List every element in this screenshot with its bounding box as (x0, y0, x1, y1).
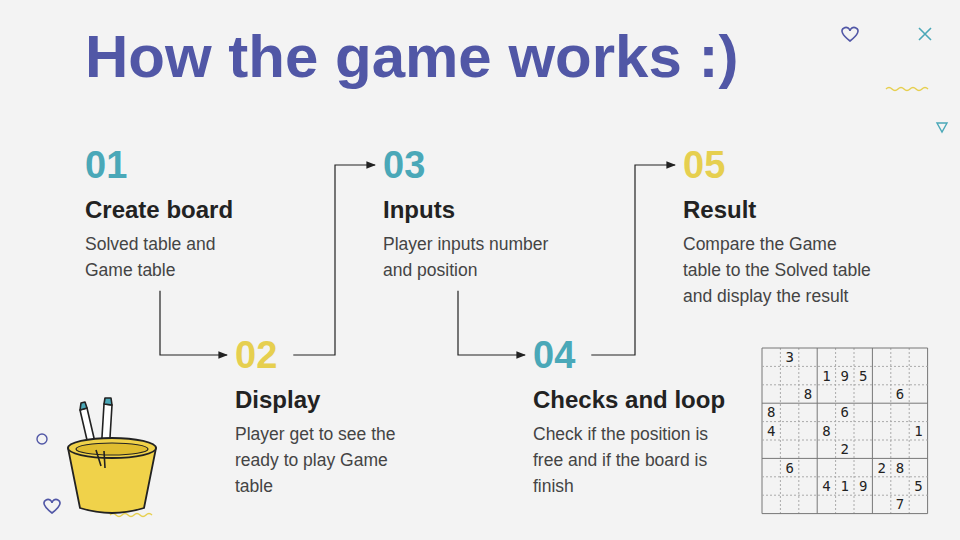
grid-line (762, 366, 928, 367)
sudoku-digit: 5 (909, 477, 927, 495)
grid-line (762, 476, 928, 477)
grid-line (854, 348, 855, 514)
wave-icon (110, 514, 152, 517)
step-heading: Display (235, 386, 427, 415)
step-description: Player get to see the ready to play Game… (235, 421, 427, 499)
sudoku-digit: 6 (781, 459, 799, 477)
sudoku-digit: 4 (817, 477, 835, 495)
step-heading: Result (683, 196, 873, 225)
heart-icon (44, 499, 60, 513)
step-block: 02DisplayPlayer get to see the ready to … (235, 336, 427, 499)
grid-line (780, 348, 781, 514)
sudoku-digit: 9 (836, 367, 854, 385)
grid-line (890, 348, 891, 514)
step-description: Check if the position is free and if the… (533, 421, 729, 499)
step-number: 04 (533, 336, 575, 374)
step-description: Player inputs number and position (383, 231, 579, 283)
grid-line (762, 403, 928, 404)
sudoku-digit: 1 (817, 367, 835, 385)
flow-arrow (458, 291, 525, 355)
step-block: 01Create boardSolved table and Game tabl… (85, 146, 255, 283)
sudoku-digit: 8 (817, 422, 835, 440)
wave-icon (886, 88, 928, 91)
pencil-cup (68, 398, 156, 513)
triangle-icon (937, 123, 947, 132)
sudoku-digit: 3 (781, 348, 799, 366)
grid-line (762, 440, 928, 441)
sudoku-digit: 5 (854, 367, 872, 385)
step-heading: Checks and loop (533, 386, 729, 415)
cross-icon (919, 28, 931, 40)
sudoku-digit: 6 (836, 403, 854, 421)
sudoku-digit: 2 (873, 459, 891, 477)
grid-line (872, 348, 873, 514)
step-block: 03InputsPlayer inputs number and positio… (383, 146, 579, 283)
step-number: 03 (383, 146, 425, 184)
grid-line (817, 348, 818, 514)
grid-line (909, 348, 910, 514)
flow-arrow (293, 165, 375, 355)
grid-line (927, 348, 928, 514)
grid-line (762, 458, 928, 459)
step-description: Compare the Game table to the Solved tab… (683, 231, 873, 309)
step-heading: Create board (85, 196, 255, 225)
step-block: 04Checks and loopCheck if the position i… (533, 336, 729, 499)
step-number: 01 (85, 146, 127, 184)
sudoku-digit: 8 (762, 403, 780, 421)
sudoku-grid (762, 348, 928, 514)
grid-line (762, 348, 928, 349)
sudoku-digit: 6 (891, 385, 909, 403)
sudoku-digit: 7 (891, 495, 909, 513)
heart-icon (842, 27, 858, 41)
grid-line (762, 384, 928, 385)
grid-line (762, 421, 928, 422)
sudoku-digit: 9 (854, 477, 872, 495)
sudoku-digit: 8 (799, 385, 817, 403)
flow-arrow (591, 165, 675, 355)
slide-title: How the game works :) (85, 24, 738, 90)
step-heading: Inputs (383, 196, 579, 225)
grid-line (762, 348, 763, 514)
circle-icon (37, 434, 47, 444)
sudoku-digit: 1 (836, 477, 854, 495)
step-number: 02 (235, 336, 277, 374)
sudoku-digit: 1 (909, 422, 927, 440)
sudoku-digit: 8 (891, 459, 909, 477)
sudoku-digit: 2 (836, 440, 854, 458)
grid-line (798, 348, 799, 514)
grid-line (762, 495, 928, 496)
step-description: Solved table and Game table (85, 231, 255, 283)
grid-line (762, 513, 928, 514)
grid-line (835, 348, 836, 514)
step-block: 05ResultCompare the Game table to the So… (683, 146, 873, 309)
sudoku-digit: 4 (762, 422, 780, 440)
step-number: 05 (683, 146, 725, 184)
flow-arrow (160, 291, 227, 355)
